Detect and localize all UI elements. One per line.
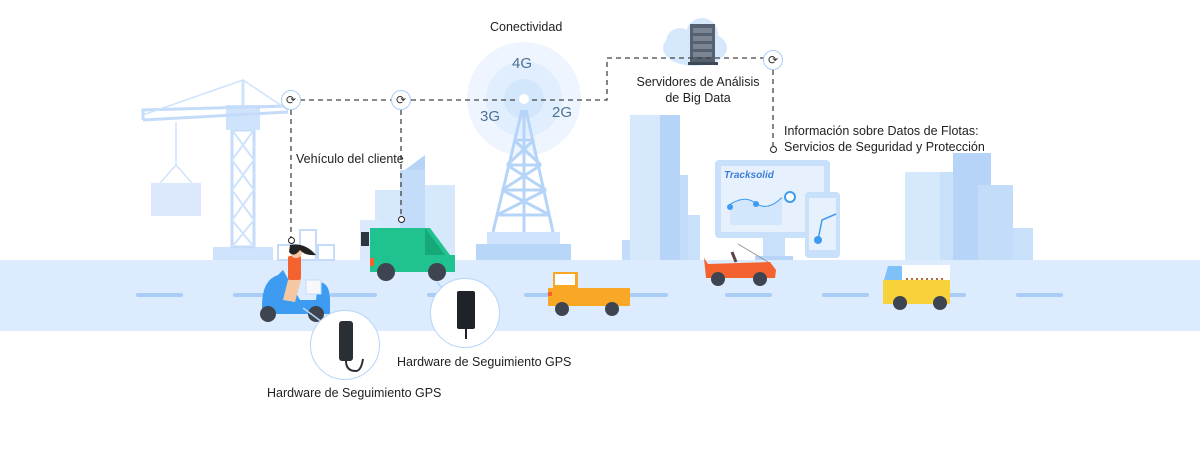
- tracksolid-logo: Tracksolid: [724, 170, 774, 181]
- convertible-car: [704, 243, 776, 286]
- server-rack-icon: [688, 24, 718, 65]
- crane: [141, 79, 289, 260]
- pin-fleet-info: [770, 146, 777, 153]
- generation-4g: 4G: [512, 55, 533, 72]
- servers-label: Servidores de Análisis de Big Data: [630, 74, 766, 106]
- pickup-truck: [548, 272, 630, 316]
- servers-label-line1: Servidores de Análisis: [636, 75, 760, 89]
- buildings-right: [905, 153, 1033, 260]
- gps-hardware-label-1: Hardware de Seguimiento GPS: [267, 386, 442, 400]
- scooter-rider: [260, 244, 330, 322]
- pin-scooter: [288, 237, 295, 244]
- servers-label-line2: de Big Data: [665, 91, 731, 105]
- connectivity-title: Conectividad: [490, 20, 563, 34]
- van: [361, 228, 455, 281]
- sync-icon: ⟳: [395, 93, 407, 107]
- buildings-center: [622, 115, 700, 260]
- phone: [805, 192, 840, 258]
- gps-terminal-icon: [457, 291, 475, 339]
- sync-node-3: ⟳: [763, 50, 783, 70]
- sync-icon: ⟳: [285, 93, 297, 107]
- generation-3g: 3G: [480, 108, 501, 125]
- sync-node-2: ⟳: [391, 90, 411, 110]
- connector-lines: [290, 57, 774, 238]
- cell-tower: [491, 109, 555, 233]
- scaffold: [277, 229, 335, 261]
- gps-device-callout-2: [430, 278, 500, 348]
- fleet-info-label: Información sobre Datos de Flotas: Servi…: [784, 123, 985, 155]
- client-vehicle-label: Vehículo del cliente: [296, 152, 404, 166]
- sync-node-1: ⟳: [281, 90, 301, 110]
- gps-device-callout-1: [310, 310, 380, 380]
- fleet-info-label-line2: Servicios de Seguridad y Protección: [784, 140, 985, 154]
- fleet-info-label-line1: Información sobre Datos de Flotas:: [784, 124, 979, 138]
- generation-2g: 2G: [552, 104, 573, 121]
- gps-hardware-label-2: Hardware de Seguimiento GPS: [397, 355, 572, 369]
- sync-icon: ⟳: [767, 53, 779, 67]
- tower-antenna: [517, 92, 531, 106]
- delivery-truck: [883, 265, 950, 310]
- pin-van: [398, 216, 405, 223]
- gps-tracker-icon: [339, 321, 364, 373]
